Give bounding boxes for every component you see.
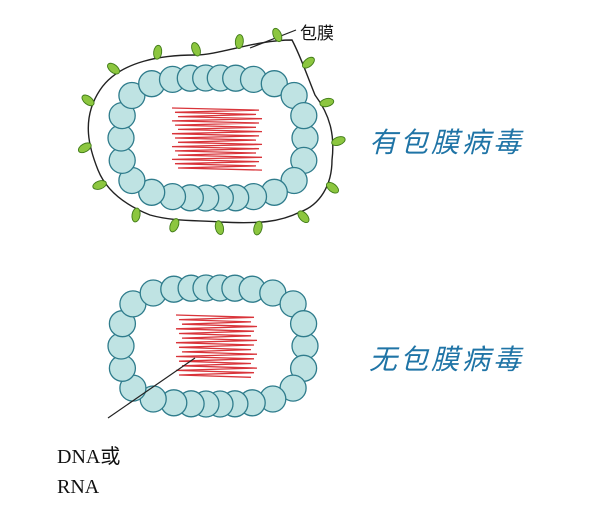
enveloped-capsid — [107, 64, 319, 212]
spike-protein — [153, 44, 163, 60]
non-enveloped-virus-label: 无包膜病毒 — [369, 343, 525, 376]
nucleic-acid-label-line2: RNA — [57, 476, 100, 498]
non-enveloped-virus — [107, 274, 319, 419]
enveloped-nucleic-acid — [171, 107, 263, 171]
spike-protein — [81, 94, 95, 107]
spike-protein — [131, 207, 141, 223]
spike-protein — [107, 62, 120, 75]
envelope-spikes — [77, 27, 346, 236]
non-enveloped-capsid — [107, 274, 319, 418]
enveloped-virus — [77, 27, 346, 236]
spike-protein — [92, 180, 107, 190]
spike-protein — [214, 220, 225, 235]
capsomere — [290, 101, 318, 130]
spike-protein — [302, 56, 315, 69]
spike-protein — [253, 220, 263, 236]
capsomere — [289, 310, 318, 338]
spike-protein — [191, 42, 201, 57]
nucleic-acid-label-line1: DNA或 — [57, 446, 121, 468]
non-enveloped-nucleic-acid — [175, 314, 258, 378]
spike-protein — [319, 97, 335, 108]
spike-protein — [272, 27, 283, 43]
spike-protein — [169, 218, 180, 233]
spike-protein — [331, 136, 346, 147]
envelope-label: 包膜 — [300, 24, 334, 44]
envelope-membrane — [87, 39, 334, 224]
spike-protein — [77, 142, 92, 154]
enveloped-virus-label: 有包膜病毒 — [369, 126, 525, 159]
spike-protein — [297, 210, 310, 224]
spike-protein — [234, 34, 244, 49]
nucleic-acid-pointer-line — [107, 357, 196, 419]
nucleic-acid-label: DNA或 RNA — [57, 442, 120, 502]
envelope-pointer-line — [249, 29, 297, 49]
spike-protein — [326, 181, 339, 194]
